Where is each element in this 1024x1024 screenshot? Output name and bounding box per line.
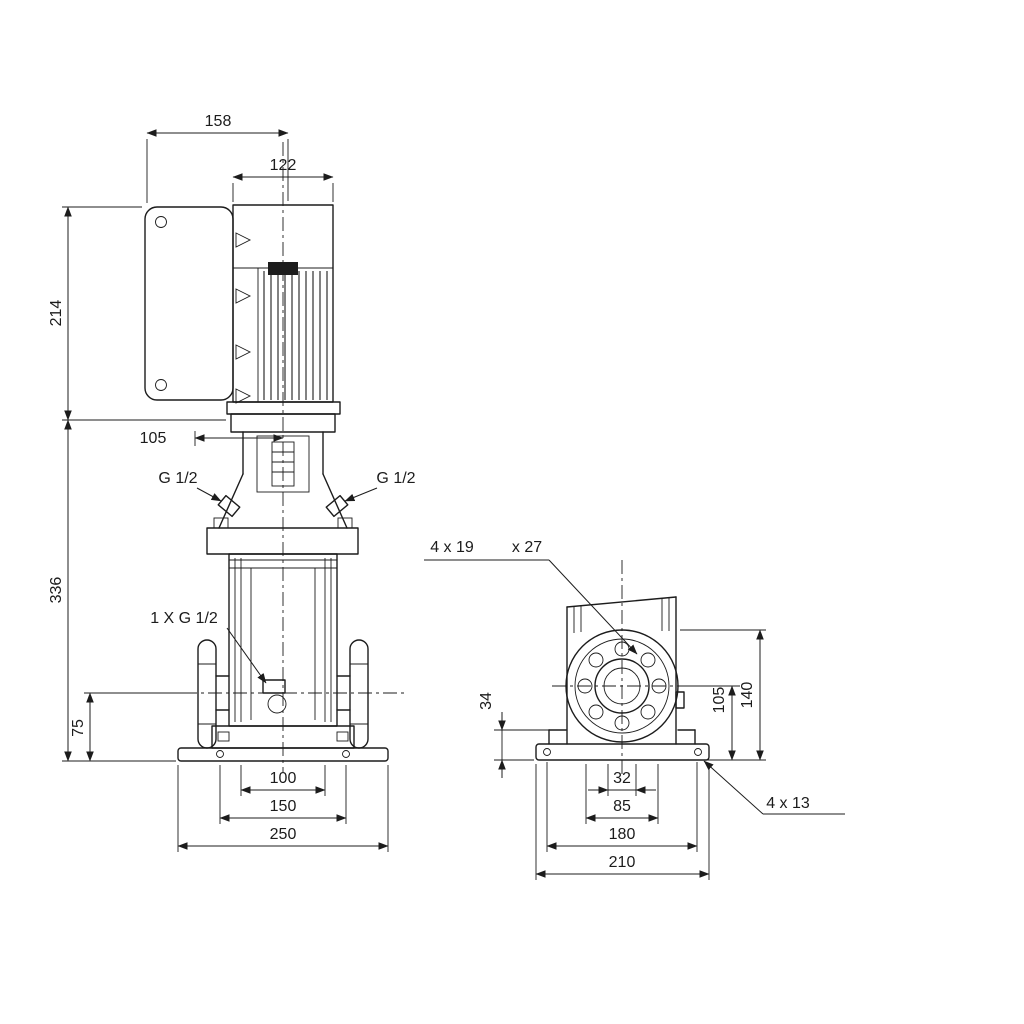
motor <box>232 204 334 403</box>
flange-bolt <box>213 517 229 529</box>
front-dimensions: 158 122 214 336 105 G 1/2 G 1/2 <box>48 113 416 852</box>
front-dim-head-depth: 105 <box>140 430 167 447</box>
control-box <box>144 206 252 404</box>
front-dim-motor-height: 214 <box>48 300 65 327</box>
side-baseplate <box>535 743 710 761</box>
side-dim-port-center-height: 105 <box>711 687 728 714</box>
plug-label-right: G 1/2 <box>376 470 415 487</box>
front-dim-base-width: 250 <box>270 826 297 843</box>
screw-icon <box>155 216 167 228</box>
side-dim-foot-height: 34 <box>478 692 495 710</box>
side-dim-base-hole-spacing: 180 <box>609 826 636 843</box>
cable-clips <box>235 232 252 404</box>
chamber-stack <box>228 553 338 727</box>
side-base <box>535 729 710 761</box>
side-view: 4 x 19 x 27 34 105 140 4 x 13 <box>424 539 845 880</box>
baseplate-hole <box>216 750 224 758</box>
flange-holes-label: 4 x 19 <box>430 539 474 556</box>
front-dim-flange-spacing: 100 <box>270 770 297 787</box>
side-port-flange <box>565 629 679 743</box>
side-dim-bolt-circle: 85 <box>613 798 631 815</box>
front-dim-base-hole-spacing: 150 <box>270 798 297 815</box>
drain-plug <box>262 679 287 714</box>
pump-base <box>177 725 389 762</box>
head-flange <box>206 527 359 555</box>
plug-label-left: G 1/2 <box>158 470 197 487</box>
shaft-coupling <box>271 441 295 487</box>
terminal-block <box>268 262 298 275</box>
flange-holes-counterbore-label: x 27 <box>512 539 542 556</box>
front-view: 158 122 214 336 105 G 1/2 G 1/2 <box>48 113 416 852</box>
side-dimensions: 4 x 19 x 27 34 105 140 4 x 13 <box>424 539 845 880</box>
base-bolt <box>217 731 230 742</box>
plug-boss-right <box>325 494 349 518</box>
front-dim-motor-width: 122 <box>270 157 297 174</box>
baseplate-hole <box>342 750 350 758</box>
baseplate-hole <box>543 748 551 756</box>
side-dim-flange-top-height: 140 <box>739 682 756 709</box>
drain-label: 1 X G 1/2 <box>150 610 218 627</box>
base-bolt <box>336 731 349 742</box>
pump-head <box>206 401 359 555</box>
base-holes-label: 4 x 13 <box>766 795 810 812</box>
screw-icon <box>155 379 167 391</box>
plug-boss-left <box>217 494 241 518</box>
motor-fins <box>263 271 328 400</box>
front-dim-width-top: 158 <box>205 113 232 130</box>
flange-bolt <box>337 517 353 529</box>
baseplate <box>177 747 389 762</box>
front-dim-pump-height: 336 <box>48 577 65 604</box>
front-dim-port-height: 75 <box>70 719 87 737</box>
side-dim-port-bore: 32 <box>613 770 631 787</box>
baseplate-hole <box>694 748 702 756</box>
flange-bolt-holes <box>577 641 667 731</box>
side-dim-base-length: 210 <box>609 854 636 871</box>
